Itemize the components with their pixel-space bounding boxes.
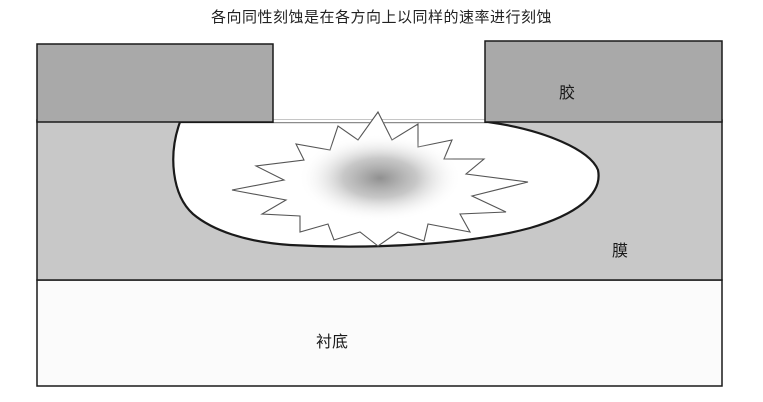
substrate-layer [36,279,723,387]
substrate-label: 衬底 [316,332,348,351]
etchant-glow [298,134,462,222]
resist-block-left [36,43,274,123]
film-label: 膜 [612,241,628,260]
resist-label: 胶 [559,83,575,102]
resist-block-right [484,40,723,123]
diagram-caption: 各向同性刻蚀是在各方向上以同样的速率进行刻蚀 [210,8,552,26]
